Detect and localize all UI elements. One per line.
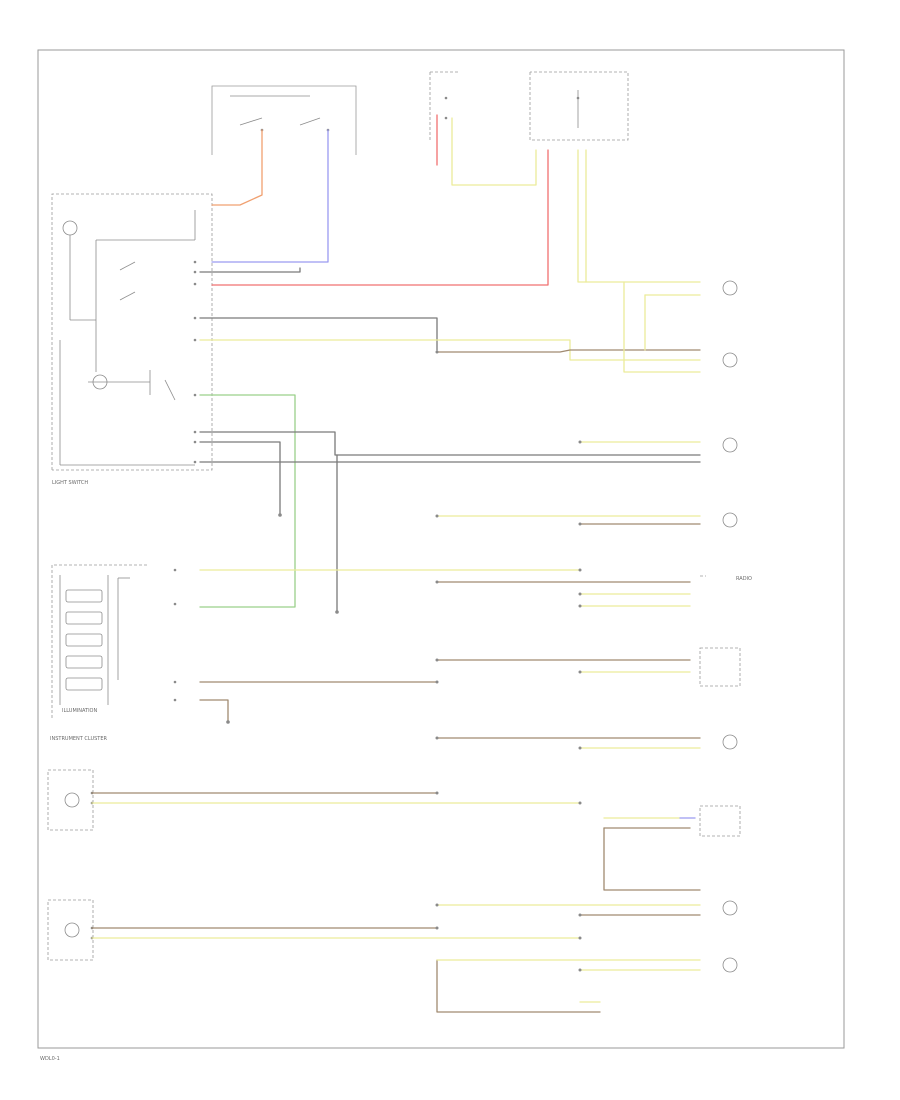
top-wires xyxy=(211,114,701,286)
fuse-relay-box xyxy=(429,71,460,140)
junction-dots xyxy=(226,350,582,972)
right-lamps xyxy=(699,280,741,973)
illumination-label: ILLUMINATION xyxy=(62,708,97,714)
ignition-switch xyxy=(211,85,357,155)
light-switch-label: LIGHT SWITCH xyxy=(52,480,88,486)
hazard-switch xyxy=(47,899,94,961)
rear-defogger-switch xyxy=(47,769,94,831)
footer-code: WDL0-1 xyxy=(40,1056,60,1062)
instrument-cluster xyxy=(51,564,177,718)
light-switch xyxy=(51,193,213,471)
fuse-box xyxy=(529,71,629,141)
instrument-cluster-label: INSTRUMENT CLUSTER xyxy=(50,736,108,742)
radio-label: RADIO xyxy=(736,576,752,582)
switch-output-wires xyxy=(199,267,701,613)
right-wire-runs xyxy=(91,515,701,1013)
diagram-frame xyxy=(37,49,845,1049)
